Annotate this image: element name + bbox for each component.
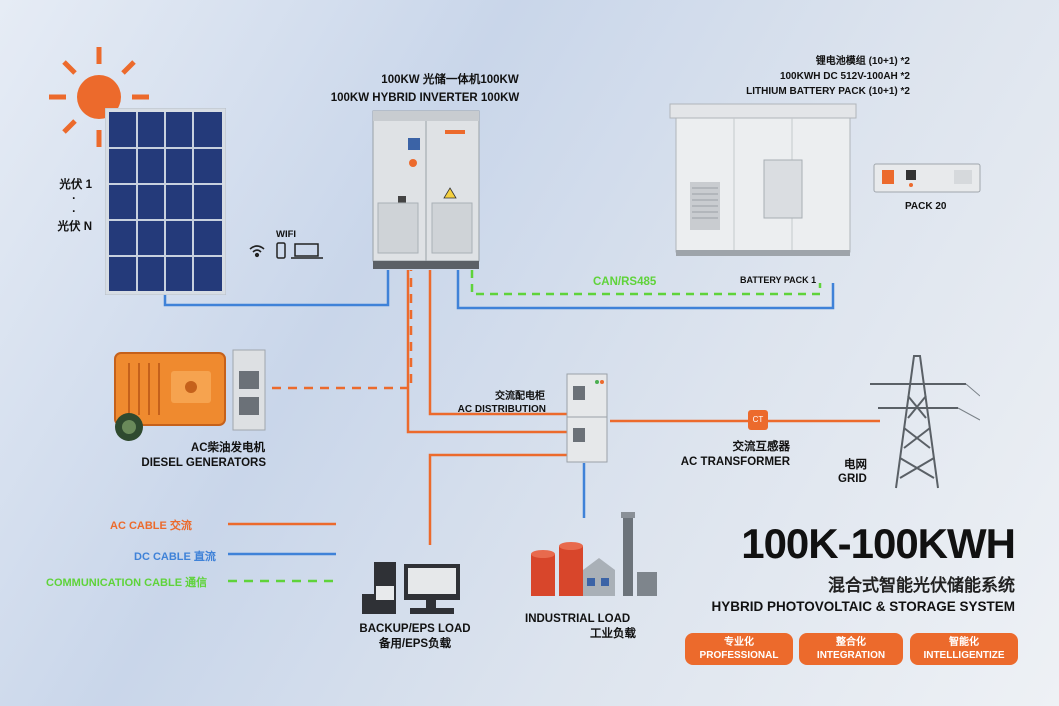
badge-intelligentize-cn: 智能化 [949, 637, 979, 648]
pv-dot-1: · [72, 193, 76, 205]
legend-ac-en: AC CABLE [110, 520, 167, 532]
diesel-label-cn: AC柴油发电机 [190, 442, 265, 454]
pv-label-n: 光伏 N [57, 221, 93, 233]
backup-label-en: BACKUP/EPS LOAD [359, 623, 471, 635]
diesel-label-en: DIESEL GENERATORS [141, 457, 266, 469]
ac-cable-to-distribution [428, 270, 567, 416]
dc-cable-pv [163, 270, 390, 307]
legend-ac-cn: 交流 [169, 520, 192, 532]
grid-label-en: GRID [838, 473, 867, 485]
inverter-label-cn: 100KW 光储一体机100KW [381, 74, 519, 86]
pack20-label: PACK 20 [905, 201, 947, 212]
legend-dc: DC CABLE 直流 [134, 548, 216, 564]
legend-ac: AC CABLE 交流 [110, 517, 192, 533]
ct-icon: CT [748, 410, 768, 430]
distribution-label-cn: 交流配电柜 [495, 391, 545, 402]
wifi-icon [249, 245, 265, 258]
legend-dc-en: DC CABLE [134, 551, 191, 563]
distribution-label-en: AC DISTRIBUTION [457, 404, 546, 415]
transformer-label-cn: 交流互感器 [732, 441, 791, 453]
battery-label-3: LITHIUM BATTERY PACK (10+1) *2 [746, 86, 910, 97]
legend-comm-en: COMMUNICATION CABLE [46, 577, 183, 589]
badge-professional-cn: 专业化 [724, 637, 754, 648]
transformer-label-en: AC TRANSFORMER [680, 456, 790, 468]
battery-pack1-label: BATTERY PACK 1 [740, 275, 817, 285]
laptop-icon [291, 243, 323, 259]
ac-cable-diesel-dashed [272, 270, 413, 390]
pv-label-1: 光伏 1 [59, 179, 92, 191]
pv-dot-2: · [72, 206, 76, 218]
ac-distribution-cabinet [566, 373, 608, 463]
backup-label-cn: 备用/EPS负载 [378, 638, 452, 650]
legend-comm-cn: 通信 [185, 577, 208, 589]
dc-cable-battery [456, 270, 835, 310]
badge-integration: 整合化 INTEGRATION [799, 633, 903, 665]
backup-load-icon [362, 562, 460, 614]
badge-integration-en: INTEGRATION [816, 650, 886, 661]
diesel-generator-icon [114, 349, 266, 441]
ac-cable-eps [406, 270, 567, 434]
hybrid-inverter-cabinet [372, 110, 480, 269]
badge-intelligentize-en: INTELLIGENTIZE [923, 650, 1005, 661]
phone-icon [276, 242, 286, 259]
wifi-label: WIFI [276, 229, 297, 240]
badge-professional: 专业化 PROFESSIONAL [685, 633, 793, 665]
solar-panel-icon [105, 108, 226, 295]
ac-cable-load-branch [428, 453, 567, 545]
title-en: HYBRID PHOTOVOLTAIC & STORAGE SYSTEM [711, 599, 1015, 614]
industrial-label-cn: 工业负载 [590, 628, 636, 640]
badge-intelligentize: 智能化 INTELLIGENTIZE [910, 633, 1018, 665]
can-rs485-label: CAN/RS485 [593, 276, 657, 288]
industrial-load-icon [531, 512, 657, 596]
battery-label-2: 100KWH DC 512V-100AH *2 [779, 71, 910, 82]
legend-dc-cn: 直流 [193, 551, 216, 563]
badge-professional-en: PROFESSIONAL [699, 650, 779, 661]
grid-tower-icon [870, 355, 980, 489]
grid-label-cn: 电网 [844, 459, 867, 471]
inverter-label-en: 100KW HYBRID INVERTER 100KW [330, 92, 520, 104]
battery-pack-module [873, 163, 981, 193]
battery-label-1: 锂电池模组 (10+1) *2 [815, 56, 910, 67]
badge-integration-cn: 整合化 [836, 637, 866, 648]
devices-group [249, 242, 323, 259]
title-main: 100K-100KWH [741, 520, 1016, 567]
title-cn: 混合式智能光伏储能系统 [828, 576, 1015, 595]
legend-comm: COMMUNICATION CABLE 通信 [46, 574, 207, 590]
comm-cable-can [470, 270, 822, 296]
battery-container [669, 103, 857, 256]
industrial-label-en: INDUSTRIAL LOAD [525, 613, 631, 625]
